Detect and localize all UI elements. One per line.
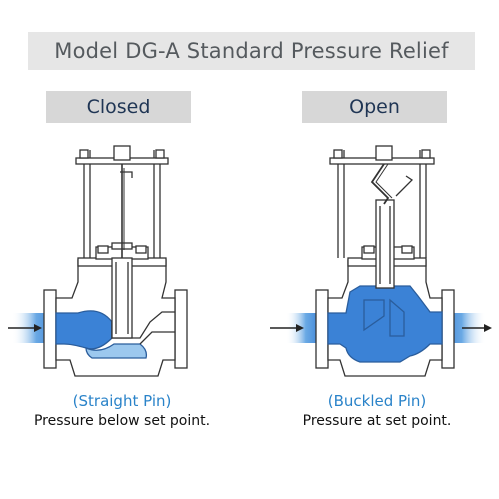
buckled-pin xyxy=(370,163,390,205)
inlet-fluid xyxy=(55,310,113,350)
open-inlet-flange xyxy=(315,289,329,369)
closed-valve xyxy=(8,145,188,377)
open-piston xyxy=(375,199,395,289)
indicator-flag xyxy=(120,171,133,178)
open-outlet-flange xyxy=(441,289,455,369)
open-body-fluid xyxy=(327,285,443,363)
open-pin-caption: (Buckled Pin) xyxy=(327,392,427,410)
open-inlet-arrow-icon xyxy=(270,324,304,332)
inlet-flange xyxy=(43,289,57,369)
outlet-flange xyxy=(174,289,188,369)
piston xyxy=(111,257,133,339)
closed-state-label: Closed xyxy=(46,91,191,123)
open-state-label: Open xyxy=(302,91,447,123)
open-nut-right xyxy=(401,245,413,254)
open-pressure-caption: Pressure at set point. xyxy=(302,413,452,429)
closed-pressure-caption: Pressure below set point. xyxy=(33,413,211,429)
title-banner xyxy=(28,32,475,70)
open-valve xyxy=(270,145,492,377)
open-outlet-arrow-icon xyxy=(462,324,492,332)
nut-left xyxy=(97,245,109,254)
nut-right xyxy=(135,245,147,254)
closed-pin-caption: (Straight Pin) xyxy=(72,392,172,410)
diagram-title: Model DG-A Standard Pressure Relief xyxy=(54,39,449,63)
open-nut-left xyxy=(363,245,375,254)
seat-fluid xyxy=(85,343,148,359)
open-indicator-flag xyxy=(395,175,414,197)
inlet-arrow-icon xyxy=(8,324,42,332)
